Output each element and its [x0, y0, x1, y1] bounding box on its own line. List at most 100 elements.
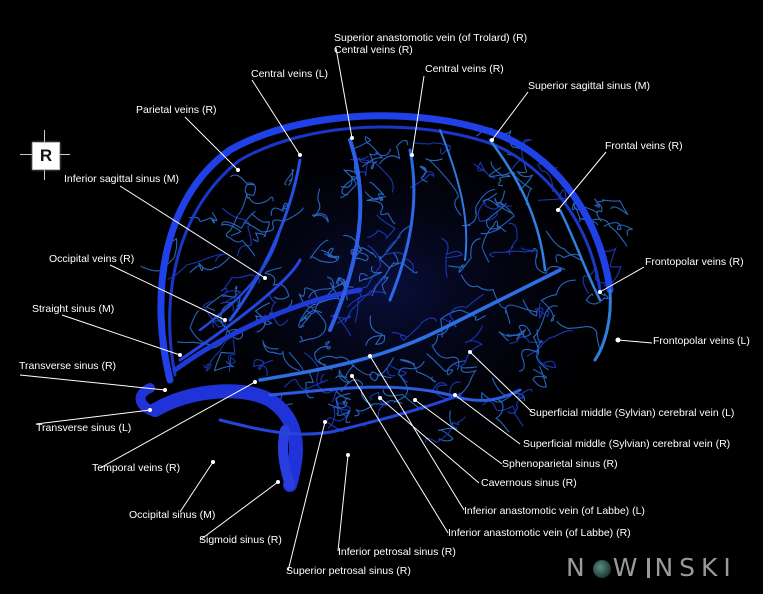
fine-vein	[461, 188, 496, 227]
label-occipital-veins-r: Occipital veins (R)	[49, 253, 135, 265]
fine-vein	[335, 392, 352, 424]
fine-vein	[393, 360, 425, 403]
fine-vein	[556, 320, 600, 349]
brand-text-middle: W	[612, 553, 644, 582]
brand-text-end: NSKI	[654, 553, 737, 582]
fine-vein	[424, 158, 462, 216]
fine-vein	[603, 246, 622, 286]
fine-vein	[595, 199, 629, 216]
fine-vein	[335, 364, 355, 384]
fine-vein	[504, 299, 538, 317]
label-sphenoparietal-sinus-r: Sphenoparietal sinus (R)	[502, 458, 618, 470]
fine-vein	[369, 357, 395, 382]
fine-vein	[364, 181, 385, 202]
fine-vein	[381, 252, 399, 295]
fine-vein	[489, 222, 518, 258]
label-cavernous-sinus-r: Cavernous sinus (R)	[481, 477, 577, 489]
fine-vein	[299, 308, 327, 343]
brand-i-glyph	[647, 558, 651, 578]
orientation-arrow-down-icon	[44, 168, 45, 180]
fine-vein	[203, 333, 233, 372]
label-superficial-middle-cerebral-vein-l: Superficial middle (Sylvian) cerebral ve…	[529, 407, 735, 419]
transverse-sinus-vessel	[148, 384, 303, 492]
fine-vein	[532, 305, 558, 371]
fine-vein	[298, 276, 335, 328]
fine-vein	[326, 402, 351, 433]
fine-vein	[251, 212, 270, 242]
label-straight-sinus: Straight sinus (M)	[32, 303, 115, 315]
fine-vein	[419, 165, 428, 183]
fine-vein	[531, 247, 566, 274]
label-occipital-sinus: Occipital sinus (M)	[129, 509, 216, 521]
fine-vein	[481, 391, 526, 403]
fine-vein	[350, 136, 384, 168]
fine-vein	[536, 330, 574, 369]
fine-vein	[298, 287, 335, 308]
label-frontopolar-veins-l: Frontopolar veins (L)	[653, 335, 750, 347]
label-superior-petrosal-sinus-r: Superior petrosal sinus (R)	[286, 565, 411, 577]
label-superior-anastomotic-vein-trolard-r: Superior anastomotic vein (of Trolard) (…	[334, 32, 528, 44]
label-parietal-veins-r: Parietal veins (R)	[136, 104, 217, 116]
label-superficial-middle-cerebral-vein-r: Superficial middle (Sylvian) cerebral ve…	[523, 438, 731, 450]
label-sigmoid-sinus-r: Sigmoid sinus (R)	[199, 534, 282, 546]
label-transverse-sinus-r: Transverse sinus (R)	[19, 360, 117, 372]
orientation-arrow-left-icon	[20, 154, 32, 155]
fine-vein	[371, 261, 418, 297]
fine-vein	[310, 239, 340, 263]
fine-vein	[327, 397, 350, 429]
fine-vein	[440, 309, 486, 338]
fine-vein	[318, 355, 371, 376]
label-inferior-sagittal-sinus: Inferior sagittal sinus (M)	[64, 173, 179, 185]
fine-vein	[189, 257, 230, 273]
fine-vein	[264, 266, 290, 300]
fine-vein	[386, 363, 409, 383]
fine-vein	[585, 290, 609, 305]
fine-vein	[399, 359, 437, 383]
fine-vein	[267, 292, 289, 326]
fine-vein	[367, 214, 396, 240]
fine-vein	[391, 317, 438, 342]
fine-vein	[167, 253, 226, 281]
brand-text-start: N	[566, 553, 591, 582]
fine-vein	[441, 293, 484, 328]
fine-vein	[488, 167, 511, 187]
fine-vein	[378, 139, 409, 165]
fine-vein	[311, 188, 329, 223]
orientation-label-box: R	[32, 142, 60, 170]
fine-vein	[347, 245, 382, 308]
fine-vein	[358, 265, 383, 283]
fine-vein	[438, 410, 458, 442]
fine-vein	[243, 207, 304, 233]
fine-vein	[205, 285, 238, 312]
fine-vein	[213, 351, 235, 372]
fine-vein	[482, 192, 512, 214]
fine-vein	[409, 171, 435, 189]
label-temporal-veins-r: Temporal veins (R)	[92, 462, 181, 474]
fine-vein	[534, 302, 550, 320]
fine-vein	[540, 279, 576, 322]
fine-vein	[473, 161, 496, 179]
fine-vein	[284, 169, 295, 187]
orientation-letter: R	[39, 146, 53, 165]
fine-vein	[432, 381, 461, 400]
label-central-veins-r-1: Central veins (R)	[334, 44, 413, 56]
fine-vein	[603, 222, 633, 237]
fine-vein	[354, 400, 403, 417]
fine-vein	[202, 300, 227, 328]
superior-sagittal-sinus-vessel	[157, 112, 614, 384]
fine-vein	[412, 142, 451, 155]
label-frontopolar-veins-r: Frontopolar veins (R)	[645, 256, 744, 268]
fine-vein	[340, 163, 359, 198]
sigmoid-sinus-vessel	[277, 425, 295, 490]
fine-vein	[480, 202, 507, 235]
fine-vein	[262, 340, 300, 372]
label-inferior-anastomotic-vein-labbe-l: Inferior anastomotic vein (of Labbe) (L)	[464, 505, 645, 517]
fine-vein	[344, 290, 386, 324]
label-superior-sagittal-sinus: Superior sagittal sinus (M)	[528, 80, 650, 92]
fine-vein	[491, 377, 510, 433]
fine-vein	[254, 302, 273, 333]
fine-vein	[518, 329, 543, 372]
